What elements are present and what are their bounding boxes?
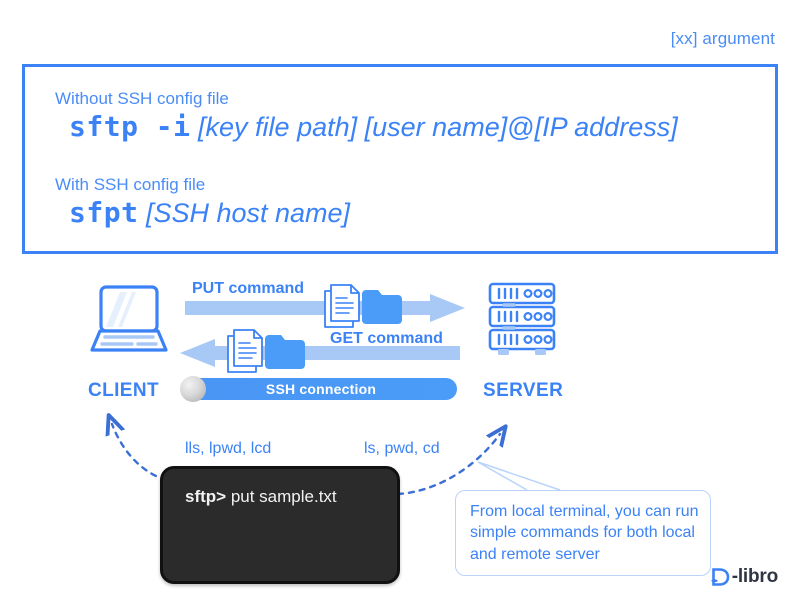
d-logo-icon <box>710 568 730 586</box>
folder-icon-put <box>362 290 402 324</box>
command-group-without-config: Without SSH config file sftp -i [key fil… <box>55 89 678 143</box>
transfer-arrows <box>180 284 465 373</box>
callout-pointer <box>477 461 561 491</box>
server-rack-icon <box>488 282 556 355</box>
command-arg-ssh-host-name: [SSH host name] <box>145 198 351 228</box>
command-at-symbol: @ <box>507 112 535 142</box>
command-keyword-sfpt: sfpt <box>69 196 139 229</box>
dashed-connector-arrows <box>0 412 561 496</box>
command-arg-user-name: [user name] <box>364 112 508 142</box>
ssh-plug-icon <box>180 376 206 402</box>
ssh-connection-bar: SSH connection <box>185 378 457 400</box>
command-caption-without-config: Without SSH config file <box>55 89 229 108</box>
command-arg-key-file-path: [key file path] <box>198 112 358 142</box>
laptop-icon <box>90 285 168 352</box>
callout-bubble: From local terminal, you can run simple … <box>455 490 711 576</box>
command-arg-ip-address: [IP address] <box>534 112 678 142</box>
terminal-command-line: sftp> put sample.txt <box>185 487 337 507</box>
document-icon-put <box>324 284 360 328</box>
command-group-with-config: With SSH config file sfpt [SSH host name… <box>55 175 350 229</box>
terminal-prompt: sftp> <box>185 487 227 506</box>
callout-text: From local terminal, you can run simple … <box>470 503 699 563</box>
document-icon-get <box>227 329 263 373</box>
command-keyword-sftp: sftp -i <box>69 110 191 143</box>
get-arrow <box>180 339 460 367</box>
local-commands-hint: lls, lpwd, lcd <box>185 440 272 457</box>
remote-commands-hint: ls, pwd, cd <box>364 440 440 457</box>
command-caption-with-config: With SSH config file <box>55 175 206 194</box>
brand-logo: -libro <box>709 566 778 588</box>
command-reference-box: Without SSH config file sftp -i [key fil… <box>22 64 778 254</box>
ssh-connection-label: SSH connection <box>265 381 377 397</box>
terminal-command: put sample.txt <box>226 487 337 506</box>
command-line-with-config: sfpt [SSH host name] <box>69 196 351 229</box>
dashed-arrow-to-client <box>112 424 168 482</box>
folder-icon-get <box>265 335 305 369</box>
local-commands-section: lls, lpwd, lcd ls, pwd, cd sftp> put sam… <box>0 412 800 600</box>
command-line-without-config: sftp -i [key file path] [user name]@[IP … <box>69 110 678 143</box>
client-server-diagram: CLIENT SERVER PUT command GET command <box>0 262 800 412</box>
put-command-label: PUT command <box>192 280 305 297</box>
terminal-window[interactable]: sftp> put sample.txt <box>160 466 400 584</box>
argument-annotation: [xx] argument <box>670 29 775 48</box>
server-label: SERVER <box>483 380 564 401</box>
dashed-arrow-to-server <box>396 434 500 496</box>
logo-text: -libro <box>731 566 778 587</box>
get-command-label: GET command <box>330 330 443 347</box>
client-label: CLIENT <box>88 380 160 401</box>
command-space-1 <box>357 112 365 142</box>
